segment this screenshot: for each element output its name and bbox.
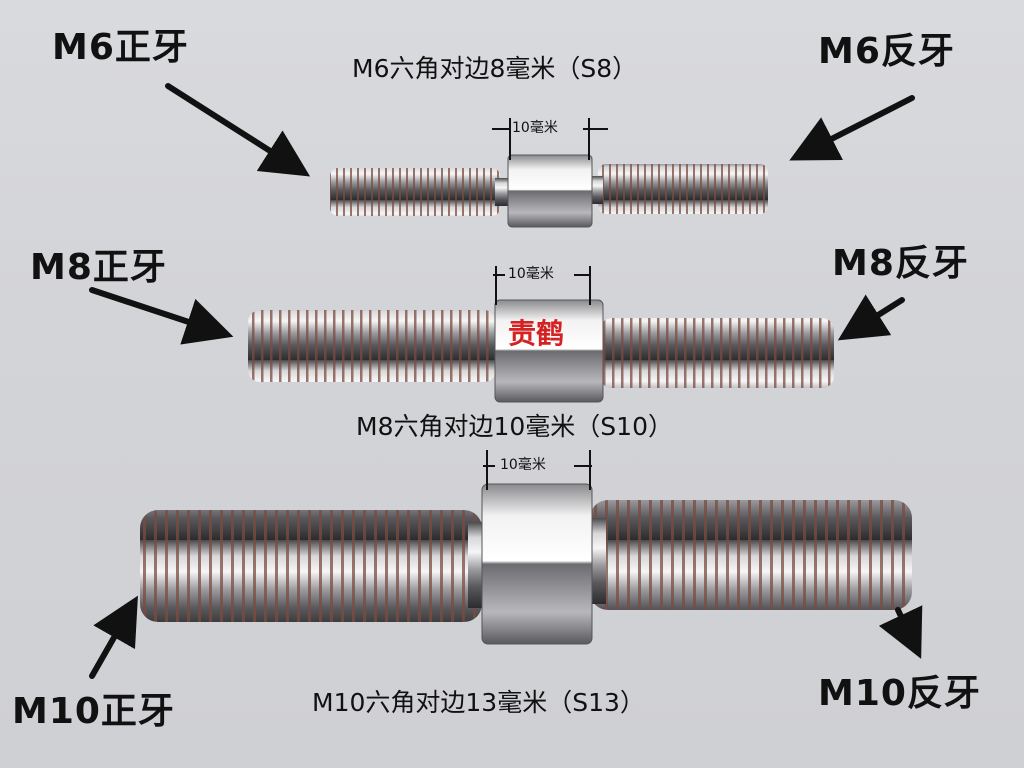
- thread-left: [330, 168, 500, 216]
- dimension-bracket-2: [493, 266, 591, 305]
- arrow-m8-right: [837, 294, 905, 341]
- label-m8-right: M8反牙: [832, 243, 969, 284]
- caption-m6-hex: M6六角对边8毫米（S8）: [352, 54, 638, 83]
- hex-nut: [481, 483, 593, 645]
- label-m8-left: M8正牙: [30, 247, 167, 288]
- thread-right: [590, 500, 912, 610]
- arrow-m8-left: [89, 287, 234, 345]
- dimension-bracket-1: [492, 118, 608, 160]
- label-m10-left: M10正牙: [12, 691, 175, 732]
- thread-left: [140, 510, 482, 622]
- caption-m10-hex: M10六角对边13毫米（S13）: [312, 688, 645, 717]
- arrow-m6-right: [789, 95, 915, 161]
- hex-nut: [494, 299, 604, 403]
- arrow-m10-left: [89, 595, 138, 679]
- rod-m8: [248, 299, 834, 403]
- thread-right: [600, 318, 834, 388]
- dimension-label-2: 10毫米: [508, 266, 554, 282]
- dimension-label-3: 10毫米: [500, 457, 546, 473]
- hex-nut: [507, 154, 593, 228]
- label-m10-right: M10反牙: [818, 673, 981, 714]
- dimension-bracket-3: [483, 450, 592, 490]
- rod-m6: [330, 154, 768, 228]
- rod-m10: [140, 483, 912, 645]
- thread-right: [598, 164, 768, 214]
- brand-mark: 责鹤: [508, 317, 565, 350]
- caption-m8-hex: M8六角对边10毫米（S10）: [356, 412, 673, 441]
- arrow-m6-left: [165, 83, 311, 177]
- label-m6-left: M6正牙: [52, 27, 189, 68]
- label-m6-right: M6反牙: [818, 31, 955, 72]
- arrow-m10-right: [878, 605, 923, 659]
- dimension-label-1: 10毫米: [512, 120, 558, 136]
- thread-left: [248, 310, 496, 382]
